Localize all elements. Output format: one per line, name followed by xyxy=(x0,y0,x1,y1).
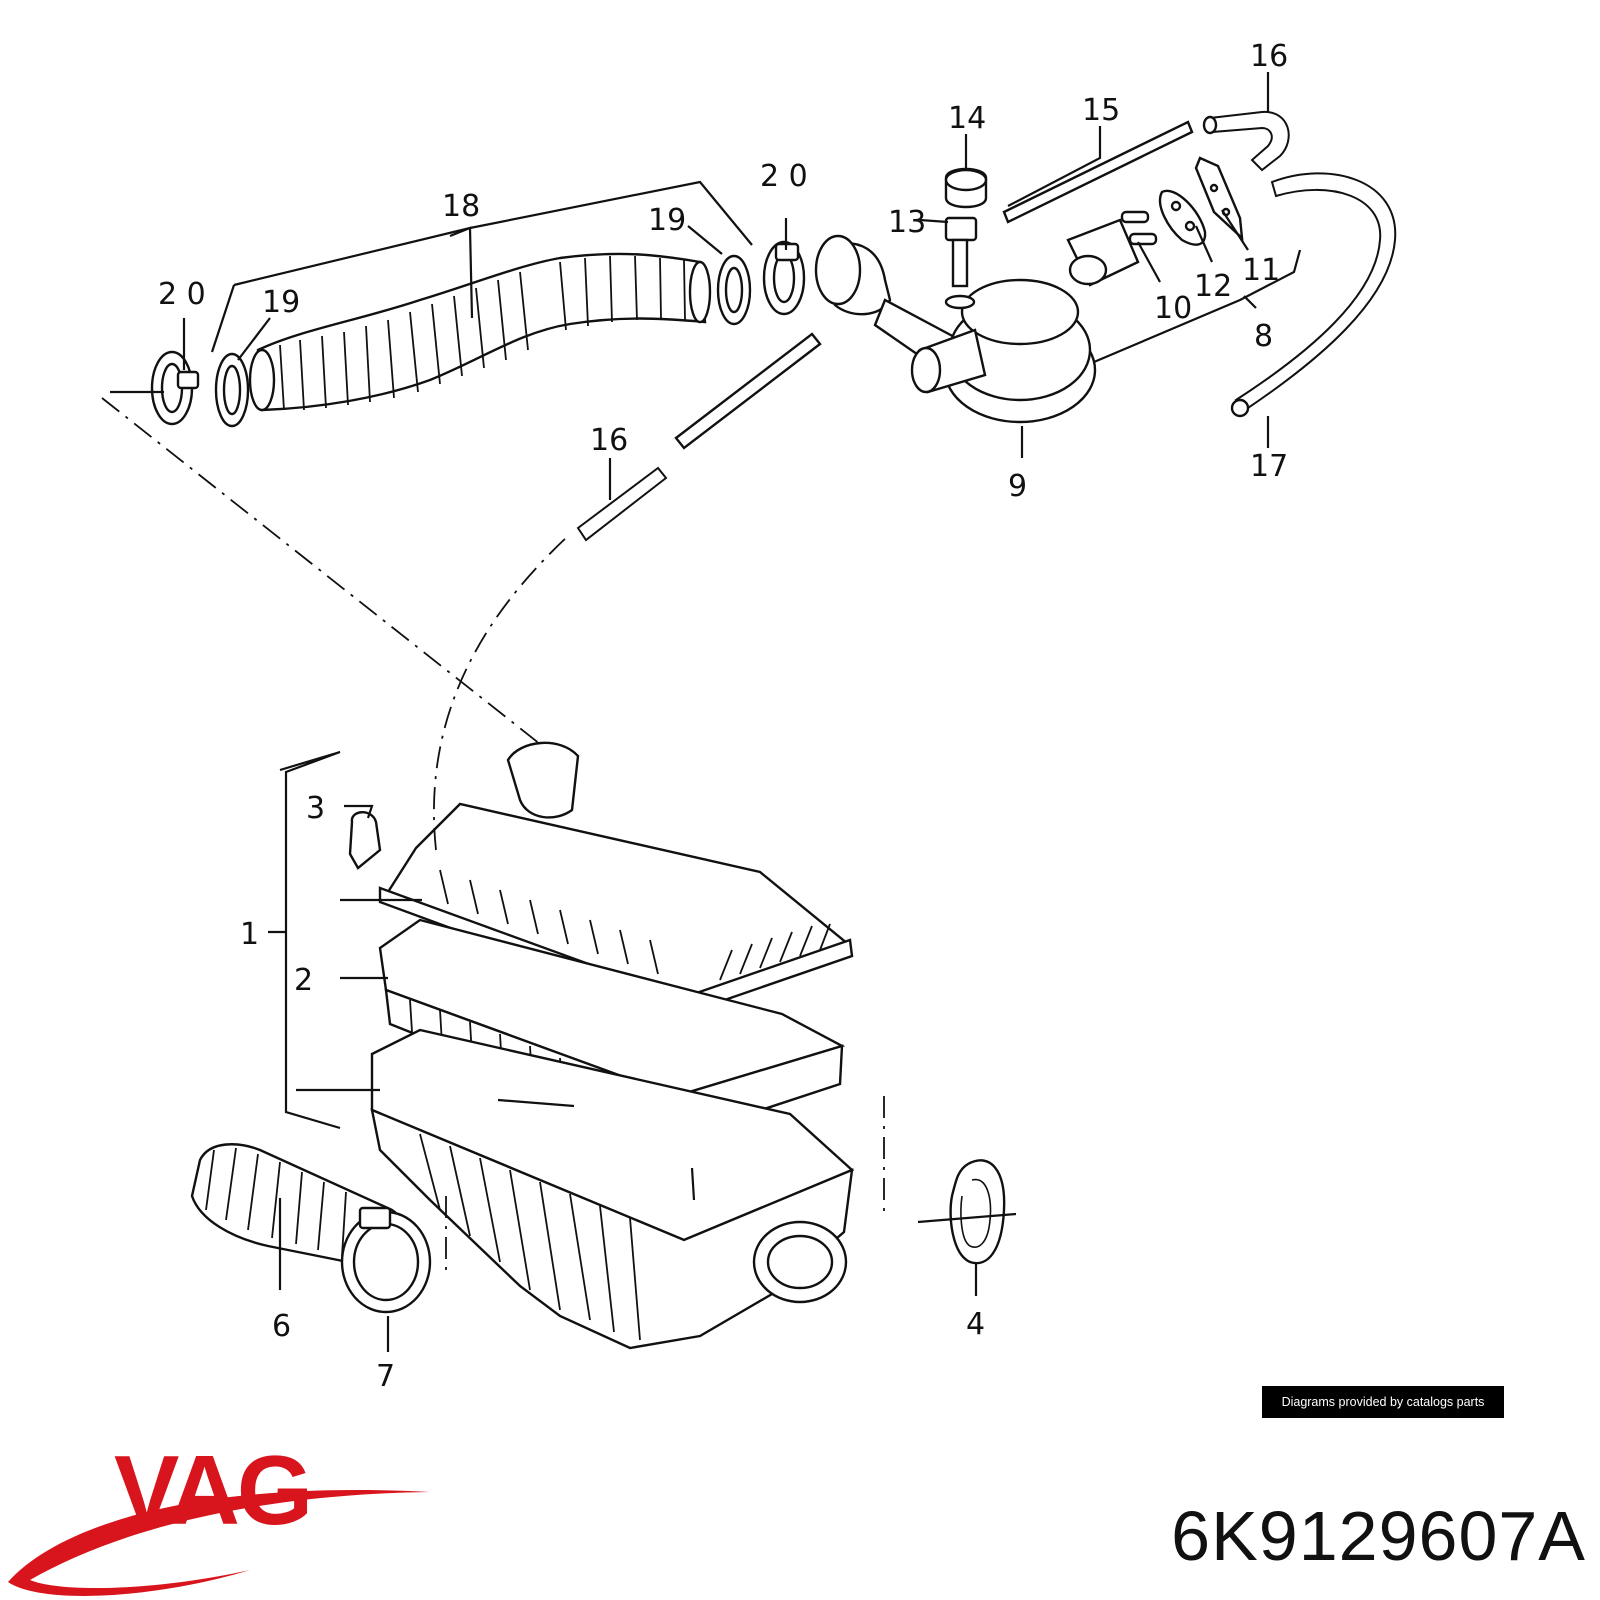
callout-9: 9 xyxy=(1008,469,1027,504)
callout-4: 4 xyxy=(966,1307,985,1342)
air-filter-lid xyxy=(378,741,854,1016)
callout-14: 14 xyxy=(948,101,986,136)
callout-13: 13 xyxy=(888,205,926,240)
valve xyxy=(1066,210,1158,287)
callout-10: 10 xyxy=(1154,291,1192,326)
callout-17: 17 xyxy=(1250,449,1288,484)
leader-lines xyxy=(101,72,1302,1352)
callout-18: 18 xyxy=(442,189,480,224)
brand-logo-swoosh-icon xyxy=(8,1490,430,1596)
pipe-15 xyxy=(1002,120,1194,224)
callout-8: 8 xyxy=(1254,319,1273,354)
callout-3: 3 xyxy=(306,791,325,826)
callout-20-left: 2 0 xyxy=(158,277,206,312)
pipe-16-mid xyxy=(576,332,822,542)
callout-6: 6 xyxy=(272,1309,291,1344)
callout-1: 1 xyxy=(240,917,259,952)
gasket xyxy=(1159,189,1207,246)
o-ring-right xyxy=(716,254,752,326)
bolt xyxy=(944,216,978,310)
hose-17 xyxy=(1230,172,1397,418)
callout-labels: 1 2 3 4 6 7 8 9 10 11 12 13 14 15 16 16 … xyxy=(158,39,1288,1394)
cap xyxy=(944,167,988,209)
air-filter-housing xyxy=(370,1028,855,1350)
callout-12: 12 xyxy=(1194,269,1232,304)
callout-2: 2 xyxy=(294,963,313,998)
callout-16-mid: 16 xyxy=(590,423,628,458)
callout-20-right: 2 0 xyxy=(760,159,808,194)
callout-16-top: 16 xyxy=(1250,39,1288,74)
intake-hose xyxy=(248,252,712,412)
hose-clamp-lower xyxy=(340,1206,432,1314)
brand-name: VAG xyxy=(114,1435,313,1545)
resonator-housing xyxy=(814,234,1097,424)
seal-ring xyxy=(949,1159,1006,1265)
callout-19-right: 19 xyxy=(648,203,686,238)
callout-19-left: 19 xyxy=(262,285,300,320)
hose-clamp-right xyxy=(762,240,806,316)
callout-11: 11 xyxy=(1242,253,1280,288)
hose-clamp-left xyxy=(150,350,200,426)
o-ring-left xyxy=(214,352,250,428)
hose-16-top xyxy=(1202,110,1290,172)
part-number: 6K9129607A xyxy=(1171,1497,1586,1575)
clip xyxy=(348,811,382,870)
callout-15: 15 xyxy=(1082,93,1120,128)
callout-7: 7 xyxy=(376,1359,395,1394)
diagram-credit: Diagrams provided by catalogs parts xyxy=(1262,1386,1504,1418)
